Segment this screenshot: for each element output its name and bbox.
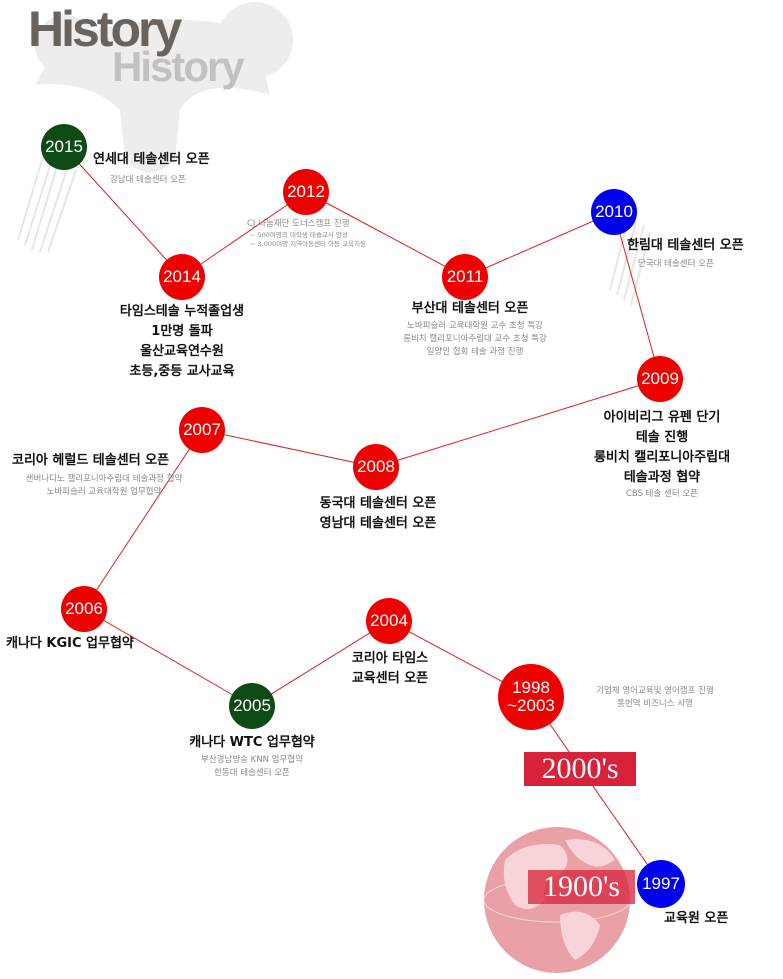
event-2005-title: 캐나다 WTC 업무협약 — [189, 735, 315, 750]
year-label: ~2003 — [507, 696, 555, 715]
event-2007-title: 코리아 헤럴드 테솔센터 오픈 — [12, 453, 170, 468]
year-node-2014[interactable]: 2014 — [159, 254, 205, 300]
timeline-lines — [63, 146, 662, 885]
era-1900s-banner: 1900's — [528, 870, 635, 904]
event-2010-title: 한림대 테솔센터 오픈 — [627, 238, 744, 253]
connector-2009-2008 — [375, 378, 661, 468]
event-2005-details: 부산경남방송 KNN 업무협약 한동대 테솔센터 오픈 — [201, 755, 303, 778]
era-2000s-banner: 2000's — [524, 752, 636, 786]
event-2015-title: 연세대 테솔센터 오픈 — [93, 152, 210, 167]
connector-2006-2005 — [83, 608, 253, 707]
year-node-2004[interactable]: 2004 — [366, 598, 412, 644]
year-node-2007[interactable]: 2007 — [179, 407, 225, 453]
event-2012-notes: ~ 500여명의 대학생 테솔교사 양성 ~ 3,000여명 지역아동센터 아동… — [250, 231, 367, 248]
year-label: 2004 — [370, 611, 408, 631]
year-label: 2011 — [446, 267, 484, 287]
event-2011-title: 부산대 테솔센터 오픈 — [411, 301, 529, 316]
connector-2010-2009 — [613, 211, 661, 380]
year-label: 1998 — [512, 678, 550, 698]
year-node-2011[interactable]: 2011 — [442, 254, 488, 300]
event-2012-details: CJ 나눔재단 도너스캠프 진행 — [247, 219, 350, 229]
year-node-2009[interactable]: 2009 — [637, 356, 683, 402]
event-2007-details: 샌버나디노 캘리포니아주립대 테솔과정 협약 노바피슬러 교육대학원 업무협약 — [25, 474, 183, 497]
event-2006-title: 캐나다 KGIC 업무협약 — [6, 636, 134, 651]
year-node-2006[interactable]: 2006 — [61, 586, 107, 632]
logo-main-text: History — [28, 1, 182, 57]
year-label: 2010 — [595, 202, 633, 222]
connector-2011-2010 — [464, 211, 615, 278]
year-node-1998[interactable]: 1998 ~2003 — [498, 664, 564, 730]
decorative-blob — [35, 2, 293, 173]
connector-2014-2012 — [181, 191, 307, 278]
year-label: 2014 — [163, 267, 201, 287]
logo-shadow-text: History — [112, 43, 245, 90]
connector-1998-1997 — [530, 696, 662, 885]
event-2009-title: 아이비리그 유펜 단기 테솔 진행 롱비치 캘리포니아주립대 테솔과정 협약 — [593, 410, 731, 485]
event-2014-title: 타임스테솔 누적졸업생 1만명 돌파 울산교육연수원 초등,중등 교사교육 — [119, 304, 245, 379]
year-label: 2008 — [357, 457, 395, 477]
year-node-2008[interactable]: 2008 — [353, 444, 399, 490]
connector-2005-2004 — [251, 620, 390, 707]
year-node-2012[interactable]: 2012 — [283, 169, 329, 215]
event-2015-details: 강남대 테솔센터 오픈 — [110, 175, 186, 185]
year-label: 2015 — [45, 137, 83, 157]
year-label: 2007 — [183, 420, 221, 440]
year-label: 2006 — [65, 599, 103, 619]
connector-2015-2014 — [63, 146, 183, 278]
year-node-2010[interactable]: 2010 — [591, 189, 637, 235]
event-2004-title: 코리아 타임스 교육센터 오픈 — [351, 651, 429, 686]
year-label: 2012 — [287, 182, 325, 202]
year-label: 1997 — [642, 874, 680, 894]
connector-2012-2011 — [305, 191, 466, 278]
year-node-2005[interactable]: 2005 — [229, 683, 275, 729]
event-2010-details: 단국대 테솔센터 오픈 — [638, 259, 714, 269]
year-node-2015[interactable]: 2015 — [41, 124, 87, 170]
event-1998-details: 기업체 영어교육및 영어캠프 진행 통번역 비즈니스 시행 — [596, 686, 714, 709]
era-1900s-label: 1900's — [542, 870, 621, 903]
connector-2008-2007 — [201, 429, 377, 468]
connector-2007-2006 — [83, 429, 203, 610]
event-2011-details: 노바피슬러 교육대학원 교수 초청 특강 롱비치 캘리포니아주립대 교수 초청 … — [403, 321, 547, 357]
event-1997-title: 교육원 오픈 — [664, 911, 729, 926]
year-node-1997[interactable]: 1997 — [637, 860, 685, 908]
year-label: 2005 — [233, 696, 271, 716]
era-2000s-label: 2000's — [541, 752, 619, 785]
year-label: 2009 — [641, 369, 679, 389]
event-2008-title: 동국대 테솔센터 오픈 영남대 테솔센터 오픈 — [319, 496, 437, 531]
event-2009-details: CBS 테솔 센터 오픈 — [625, 489, 699, 499]
